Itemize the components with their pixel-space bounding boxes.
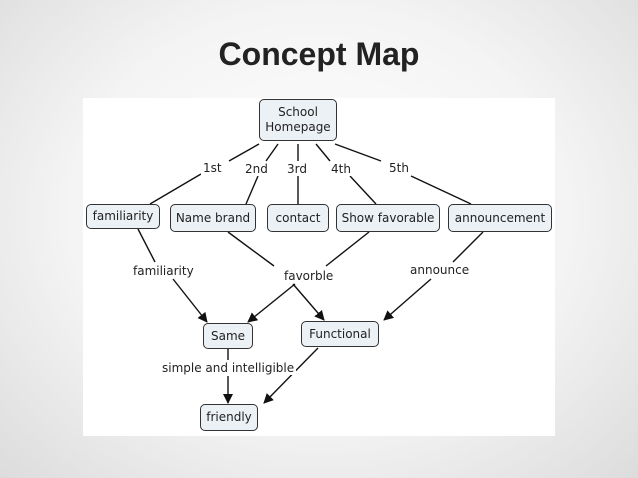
link-favorble-same xyxy=(247,283,296,323)
link-1st-familiarity xyxy=(149,173,202,205)
link-label-2nd: 2nd xyxy=(243,162,270,176)
node-name-brand-label: Name brand xyxy=(175,210,251,225)
link-label-5th: 5th xyxy=(387,161,411,175)
slide-title: Concept Map xyxy=(218,36,420,72)
node-friendly-label: friendly xyxy=(206,410,252,424)
link-label-1st: 1st xyxy=(201,161,224,175)
link-functional-friendly xyxy=(263,347,319,404)
node-show-favorable[interactable]: Show favorable xyxy=(336,204,440,232)
link-favorble-functional xyxy=(292,283,325,321)
node-functional-label: Functional xyxy=(309,326,371,341)
link-homepage-2nd xyxy=(265,143,279,162)
node-same[interactable]: Same xyxy=(203,323,253,349)
node-show-favorable-label: Show favorable xyxy=(341,210,435,225)
link-label-favorble: favorble xyxy=(282,269,336,283)
link-homepage-1st xyxy=(228,143,260,162)
node-functional[interactable]: Functional xyxy=(301,321,379,347)
link-homepage-4th xyxy=(315,143,331,162)
link-announcement-announce xyxy=(452,231,484,263)
node-contact[interactable]: contact xyxy=(267,204,329,232)
node-school-homepage-line2: Homepage xyxy=(265,120,331,134)
link-familiarity-label xyxy=(137,228,156,263)
link-name-brand-favorble xyxy=(227,231,275,267)
concept-map-panel: School Homepage familiarity Name brand c… xyxy=(83,98,555,436)
node-announcement-label: announcement xyxy=(454,210,546,225)
link-label-4th: 4th xyxy=(329,162,353,176)
link-5th-announcement xyxy=(410,175,472,205)
node-contact-label: contact xyxy=(275,210,321,225)
link-announce-functional xyxy=(383,278,432,321)
node-familiarity[interactable]: familiarity xyxy=(86,204,160,229)
link-label-simple-intelligible: simple and intelligible xyxy=(160,361,297,375)
node-same-label: Same xyxy=(210,328,246,343)
link-4th-show-favorable xyxy=(349,175,377,205)
node-school-homepage-line1: School xyxy=(278,105,318,119)
node-announcement[interactable]: announcement xyxy=(448,204,552,232)
link-familiarity-same xyxy=(172,278,208,323)
link-2nd-name-brand xyxy=(245,175,259,205)
link-homepage-5th xyxy=(334,143,382,162)
link-label-announce: announce xyxy=(408,263,472,277)
link-show-favorable-favorble xyxy=(325,231,370,267)
node-school-homepage[interactable]: School Homepage xyxy=(259,99,337,141)
node-friendly[interactable]: friendly xyxy=(200,404,258,431)
node-name-brand[interactable]: Name brand xyxy=(170,204,256,232)
concept-map-links xyxy=(137,143,484,404)
node-familiarity-label: familiarity xyxy=(92,209,154,223)
link-label-3rd: 3rd xyxy=(285,162,309,176)
link-label-familiarity: familiarity xyxy=(131,264,196,278)
